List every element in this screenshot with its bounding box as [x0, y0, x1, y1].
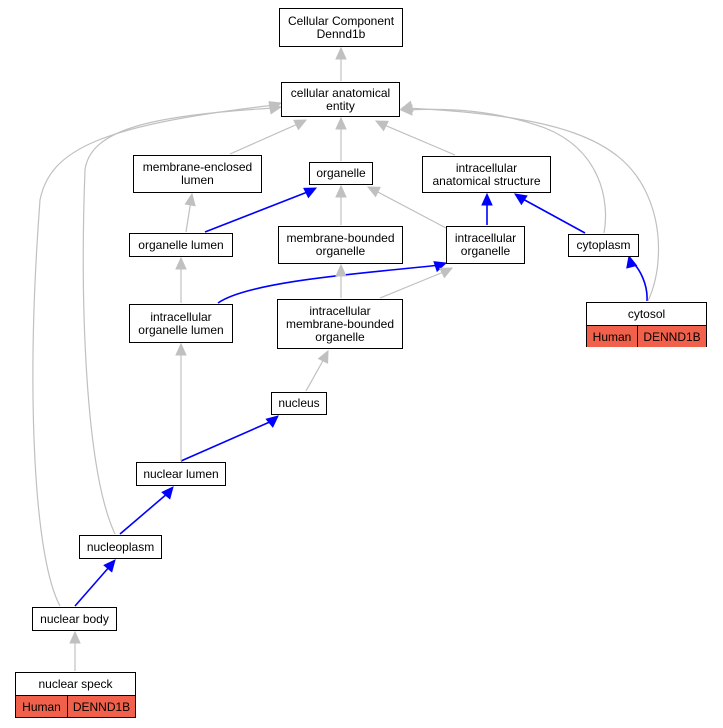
node-label-line: entity: [326, 98, 355, 113]
node-label-line: nuclear body: [40, 611, 109, 626]
gene-cell: DENND1B: [637, 326, 706, 347]
node-label-line: organelle: [460, 244, 511, 258]
edge-intracellular-organelle-to-organelle: [373, 189, 447, 229]
node-label-line: organelle: [316, 166, 366, 180]
edge-nuclear-body-to-anatomical-entity: [32, 104, 276, 607]
edge-nucleoplasm-to-nuclear-lumen: [119, 492, 169, 535]
edge-nuclear-body-to-nucleoplasm: [74, 565, 111, 607]
node-label-line: cytoplasm: [576, 238, 631, 252]
node-label-line: organelle lumen: [138, 237, 224, 252]
node-label-line: membrane-bounded: [286, 231, 395, 245]
node-nuclear-lumen[interactable]: nuclear lumen: [136, 462, 226, 486]
edge-cytoplasm-to-anatomical-entity: [405, 108, 607, 234]
node-organelle[interactable]: organelle: [309, 162, 373, 185]
edge-organelle-lumen-to-organelle: [204, 190, 311, 233]
node-nuclear-speck[interactable]: nuclear speck Human DENND1B: [15, 672, 136, 718]
arrowhead-nuclear-body-to-nucleoplasm: [103, 559, 116, 573]
arrowhead-intracellular-organelle-lumen-to-intracellular-organelle: [433, 261, 448, 273]
node-label-line: cellular anatomical: [290, 85, 391, 100]
edge-nuclear-lumen-to-nucleus: [180, 420, 273, 462]
node-nucleus[interactable]: nucleus: [271, 392, 327, 415]
arrowhead-intracellular-organelle-to-intracellular-anatomical-structure: [481, 192, 493, 206]
arrowhead-cytoplasm-to-anatomical-entity: [399, 104, 413, 116]
species-cell: Human: [22, 699, 61, 714]
node-cytosol[interactable]: cytosol Human DENND1B: [586, 302, 707, 347]
node-organelle-lumen[interactable]: organelle lumen: [129, 233, 233, 257]
node-label-line: anatomical structure: [432, 173, 541, 188]
edge-nucleoplasm-to-anatomical-entity: [82, 107, 276, 535]
arrowhead-intracellular-membrane-bounded-organelle-to-membrane-bounded-organelle: [335, 263, 347, 277]
node-label-line: organelle: [315, 244, 366, 258]
arrowhead-intracellular-organelle-to-organelle: [366, 186, 381, 198]
arrowhead-nuclear-lumen-to-nucleus: [265, 415, 279, 428]
arrowhead-nuclear-speck-to-nuclear-body: [69, 630, 81, 644]
arrowhead-nucleoplasm-to-anatomical-entity: [268, 103, 283, 115]
annotated-term-label: nuclear speck: [16, 673, 135, 696]
arrowhead-intracellular-membrane-bounded-organelle-to-intracellular-organelle: [439, 267, 454, 279]
node-label-line: nucleus: [278, 396, 320, 410]
node-label-line: intracellular: [454, 231, 517, 245]
edge-intracellular-membrane-bounded-organelle-to-intracellular-organelle: [379, 270, 447, 299]
arrowhead-organelle-lumen-to-membrane-enclosed-lumen: [184, 192, 196, 207]
node-label-line: nuclear lumen: [143, 466, 219, 481]
edge-cytoplasm-to-intracellular-anatomical-structure: [520, 197, 586, 234]
node-label-line: Cellular Component: [287, 13, 395, 28]
node-cytoplasm[interactable]: cytoplasm: [568, 234, 639, 257]
arrowhead-nucleus-to-intracellular-membrane-bounded-organelle: [317, 349, 329, 364]
node-label-line: Dennd1b: [316, 26, 366, 41]
edge-intracellular-organelle-lumen-to-intracellular-organelle: [217, 264, 441, 304]
node-label-line: membrane-enclosed: [142, 160, 253, 174]
node-label-line: lumen: [181, 173, 214, 187]
node-label-line: intracellular: [150, 309, 212, 324]
edge-nucleus-to-intracellular-membrane-bounded-organelle: [305, 356, 326, 392]
arrowhead-intracellular-anatomical-structure-to-anatomical-entity: [374, 120, 389, 132]
arrowhead-nuclear-lumen-to-intracellular-organelle-lumen: [175, 342, 187, 356]
arrowhead-organelle-lumen-to-organelle: [303, 187, 318, 199]
annotated-term-label: cytosol: [587, 303, 706, 326]
node-label-line: nucleoplasm: [86, 539, 155, 554]
edge-intracellular-anatomical-structure-to-anatomical-entity: [381, 123, 456, 156]
gene-cell: DENND1B: [67, 696, 135, 717]
node-label-line: intracellular: [309, 303, 371, 318]
arrowhead-membrane-bounded-organelle-to-organelle: [335, 184, 347, 198]
arrowhead-cytosol-to-cytoplasm: [626, 254, 638, 269]
node-nuclear-body[interactable]: nuclear body: [32, 607, 117, 631]
arrowhead-membrane-enclosed-lumen-to-anatomical-entity: [293, 119, 308, 131]
arrowhead-intracellular-organelle-lumen-to-organelle-lumen: [175, 256, 187, 270]
node-label-line: membrane-bounded: [285, 316, 395, 331]
arrowhead-cytoplasm-to-intracellular-anatomical-structure: [513, 193, 528, 206]
arrowhead-anatomical-entity-to-cellular-component: [335, 46, 347, 60]
edge-membrane-enclosed-lumen-to-anatomical-entity: [229, 122, 301, 155]
arrowhead-nucleoplasm-to-nuclear-lumen: [161, 486, 174, 500]
node-label-line: intracellular: [455, 160, 518, 175]
node-nucleoplasm[interactable]: nucleoplasm: [79, 535, 162, 559]
arrowhead-organelle-to-anatomical-entity: [335, 116, 347, 130]
node-label-line: organelle: [315, 329, 365, 344]
species-cell: Human: [592, 329, 632, 344]
node-label-line: organelle lumen: [138, 322, 224, 337]
